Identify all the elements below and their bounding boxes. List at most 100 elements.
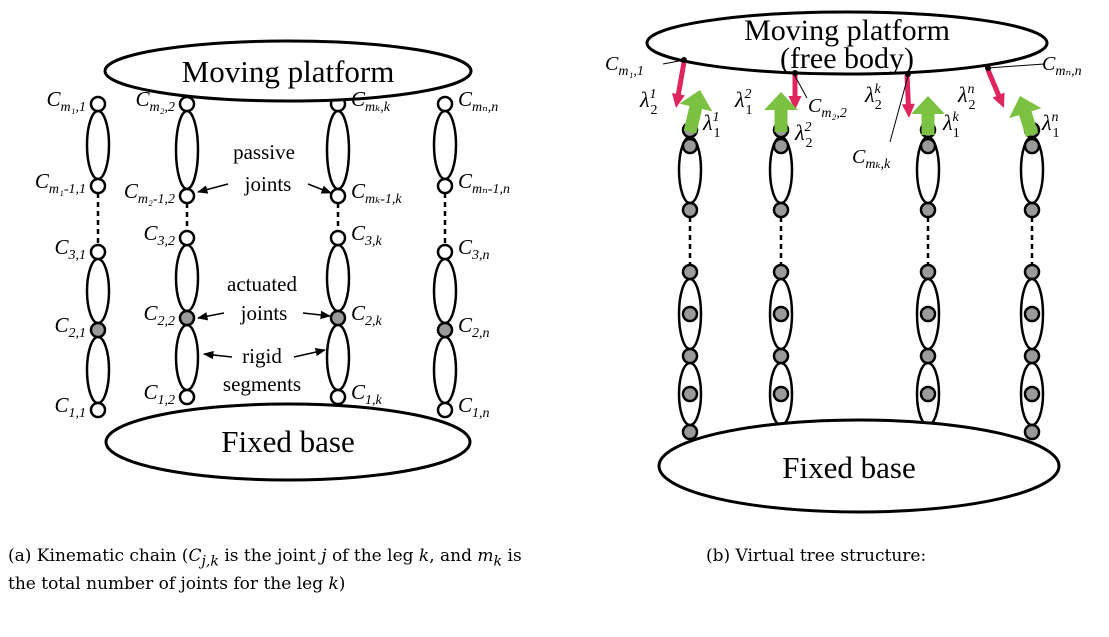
passive-joint [329, 187, 347, 205]
passive-joint [436, 401, 454, 419]
gray-joint [681, 305, 699, 323]
gray-joint [681, 423, 699, 441]
passive-joints-label-1: passive [233, 140, 295, 164]
joint-label-second: Cmₙ-1,n [458, 169, 510, 197]
gray-joint [772, 305, 790, 323]
link [85, 335, 111, 405]
gray-joint [681, 263, 699, 281]
link [325, 323, 351, 392]
tree-leg-4 [1019, 121, 1045, 441]
passive-arrow-right [307, 183, 332, 194]
actuated-joint [178, 309, 196, 327]
cut-joint-dot [905, 71, 911, 77]
gray-joint [681, 201, 699, 219]
fixed-base-label: Fixed base [221, 424, 354, 459]
lambda-arrow [679, 90, 713, 134]
cut-joint-label: Cm₁,1 [605, 53, 644, 79]
joint-label-third: C3,n [458, 235, 490, 263]
passive-joint [436, 243, 454, 261]
gray-joint [681, 385, 699, 403]
joint-label-top: Cmₖ,k [351, 87, 391, 115]
caption-a: (a) Kinematic chain (Cj,k is the joint j… [8, 546, 522, 595]
gray-joint [772, 347, 790, 365]
lambda-arrow [1009, 96, 1042, 137]
joint-label-actuated: C2,2 [143, 301, 175, 329]
legs-group-b [677, 121, 1045, 441]
fixed-base-label-b: Fixed base [782, 450, 915, 485]
gray-joint [681, 137, 699, 155]
joint-label-actuated: C2,1 [54, 313, 86, 341]
joint-label-top: Cm₂,2 [136, 87, 176, 115]
rigid-segments-label-1: rigid [242, 344, 282, 368]
gray-joint [1023, 201, 1041, 219]
rigid-arrow-right [293, 347, 327, 358]
leg-a-2 [174, 95, 200, 406]
rigid-arrow-left [202, 350, 233, 360]
leader-line [662, 59, 685, 65]
joint-label-second: Cmₖ-1,k [351, 179, 402, 207]
gray-joint [1023, 385, 1041, 403]
gray-joint [919, 263, 937, 281]
passive-joint [89, 177, 107, 195]
leader-line [889, 75, 909, 143]
passive-joint [178, 229, 196, 247]
joint-label-base: C1,1 [54, 393, 86, 421]
gray-joint [919, 385, 937, 403]
passive-joint [178, 95, 196, 113]
caption-b: (b) Virtual tree structure: [706, 546, 927, 566]
joint-label-third: C3,1 [54, 235, 86, 263]
link [174, 323, 200, 392]
passive-joint [329, 229, 347, 247]
cut-joint-dot [792, 70, 798, 76]
actuated-arrow-left [196, 312, 225, 321]
force-arrows-b [671, 57, 1042, 137]
link [174, 243, 200, 313]
gray-joint [919, 137, 937, 155]
joint-label-base: C1,n [458, 393, 490, 421]
cut-joint-label: Cm₂,2 [808, 95, 847, 121]
joint-label-actuated: C2,k [351, 301, 383, 329]
actuated-joints-label-1: actuated [227, 272, 297, 296]
leg-a-1 [85, 95, 111, 419]
rigid-segments-label-2: segments [223, 372, 301, 396]
tree-leg-3 [915, 121, 941, 441]
passive-joint [178, 388, 196, 406]
link [85, 109, 111, 181]
passive-joint [436, 177, 454, 195]
link [432, 335, 458, 405]
lambda-arrow [764, 92, 798, 132]
legs-group-a [85, 95, 458, 419]
passive-joints-label-2: joints [244, 172, 292, 196]
passive-joint [89, 243, 107, 261]
link [325, 243, 351, 313]
actuated-joint [89, 321, 107, 339]
free-body-platform-ellipse [645, 10, 1049, 76]
cut-force-arrow [671, 61, 687, 108]
gray-joint [772, 263, 790, 281]
gray-joint [1023, 305, 1041, 323]
passive-joint [89, 401, 107, 419]
free-body-label-2: (free body) [780, 42, 914, 75]
leg-a-3 [325, 95, 351, 406]
actuated-joint [436, 321, 454, 339]
fixed-base-ellipse-b [657, 418, 1061, 514]
link [432, 109, 458, 181]
passive-joint [89, 95, 107, 113]
moving-platform-ellipse [103, 39, 473, 103]
joint-label-third: C3,2 [143, 221, 175, 249]
lambda-arrow [911, 96, 945, 135]
gray-joint [772, 385, 790, 403]
gray-joint [681, 347, 699, 365]
gray-joint [1023, 137, 1041, 155]
moving-platform-label: Moving platform [182, 54, 395, 89]
joint-label-top: Cm₁,1 [47, 87, 87, 115]
link [85, 257, 111, 325]
tree-leg-2 [768, 121, 794, 441]
gray-joint [772, 137, 790, 155]
